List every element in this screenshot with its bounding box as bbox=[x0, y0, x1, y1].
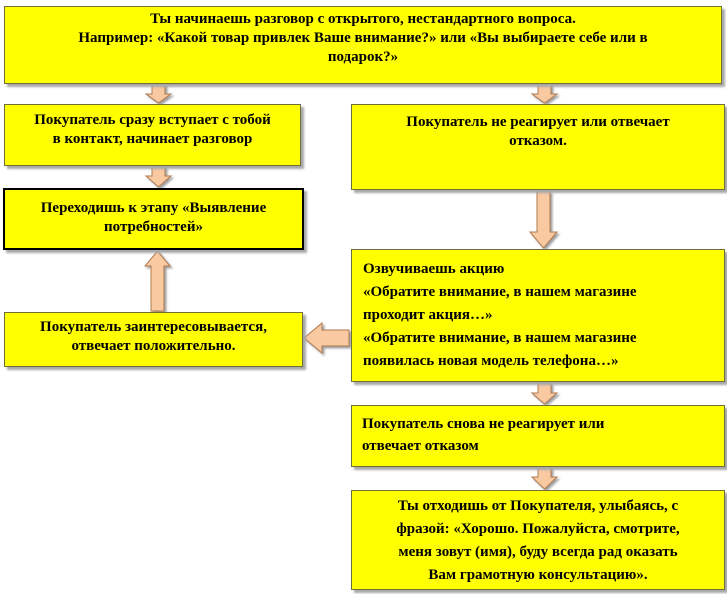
node-refuses-again-line-2: отвечает отказом bbox=[362, 438, 479, 454]
node-interested-line-2: отвечает положительно. bbox=[71, 338, 236, 354]
node-walk-away-line-4: Вам грамотную консультацию». bbox=[428, 567, 648, 583]
node-walk-away: Ты отходишь от Покупателя, улыбаясь, с ф… bbox=[351, 490, 725, 590]
node-no-reaction-line-1: Покупатель не реагирует или отвечает bbox=[406, 114, 670, 130]
node-needs-stage-line-1: Переходишь к этапу «Выявление bbox=[40, 200, 267, 216]
arrow-start-to-no-reaction bbox=[530, 83, 559, 104]
arrow-engages-to-needs bbox=[144, 165, 173, 188]
arrow-promo-to-refuses bbox=[530, 382, 559, 405]
arrow-refuses-to-walk-away bbox=[530, 466, 559, 490]
node-needs-stage: Переходишь к этапу «Выявление потребност… bbox=[3, 188, 304, 250]
node-promo-line-5: появилась новая модель телефона…» bbox=[363, 353, 619, 369]
node-engages-line-1: Покупатель сразу вступает с тобой bbox=[34, 112, 271, 128]
node-interested: Покупатель заинтересовывается, отвечает … bbox=[4, 312, 303, 367]
node-needs-stage-line-2: потребностей» bbox=[104, 219, 203, 235]
node-engages: Покупатель сразу вступает с тобой в конт… bbox=[4, 104, 301, 166]
node-walk-away-line-3: меня зовут (имя), буду всегда рад оказат… bbox=[398, 544, 678, 560]
node-start-line-3: подарок?» bbox=[327, 49, 399, 65]
node-start: Ты начинаешь разговор с открытого, неста… bbox=[4, 6, 722, 84]
node-refuses-again-line-1: Покупатель снова не реагирует или bbox=[362, 416, 605, 432]
arrow-interested-to-needs bbox=[143, 250, 172, 312]
node-refuses-again: Покупатель снова не реагирует или отвеча… bbox=[351, 405, 725, 467]
node-no-reaction-line-2: отказом. bbox=[509, 133, 567, 149]
node-walk-away-line-2: фразой: «Хорошо. Пожалуйста, смотрите, bbox=[396, 521, 680, 537]
node-promo-line-1: Озвучиваешь акцию bbox=[363, 261, 505, 277]
arrow-start-to-engages bbox=[144, 83, 173, 104]
node-no-reaction: Покупатель не реагирует или отвечает отк… bbox=[351, 104, 725, 190]
arrow-promo-to-interested bbox=[303, 321, 350, 355]
node-promo-line-2: «Обратите внимание, в нашем магазине bbox=[363, 284, 637, 300]
arrow-no-reaction-to-promo bbox=[528, 190, 559, 249]
node-interested-line-1: Покупатель заинтересовывается, bbox=[40, 319, 267, 335]
node-promo-line-4: «Обратите внимание, в нашем магазине bbox=[363, 330, 637, 346]
node-engages-line-2: в контакт, начинает разговор bbox=[52, 131, 253, 147]
node-start-line-1: Ты начинаешь разговор с открытого, неста… bbox=[150, 11, 576, 27]
node-promo-line-3: проходит акция…» bbox=[363, 307, 493, 323]
node-walk-away-line-1: Ты отходишь от Покупателя, улыбаясь, с bbox=[397, 498, 679, 514]
node-start-line-2: Например: «Какой товар привлек Ваше вним… bbox=[78, 30, 648, 46]
node-promo: Озвучиваешь акцию «Обратите внимание, в … bbox=[351, 249, 725, 382]
